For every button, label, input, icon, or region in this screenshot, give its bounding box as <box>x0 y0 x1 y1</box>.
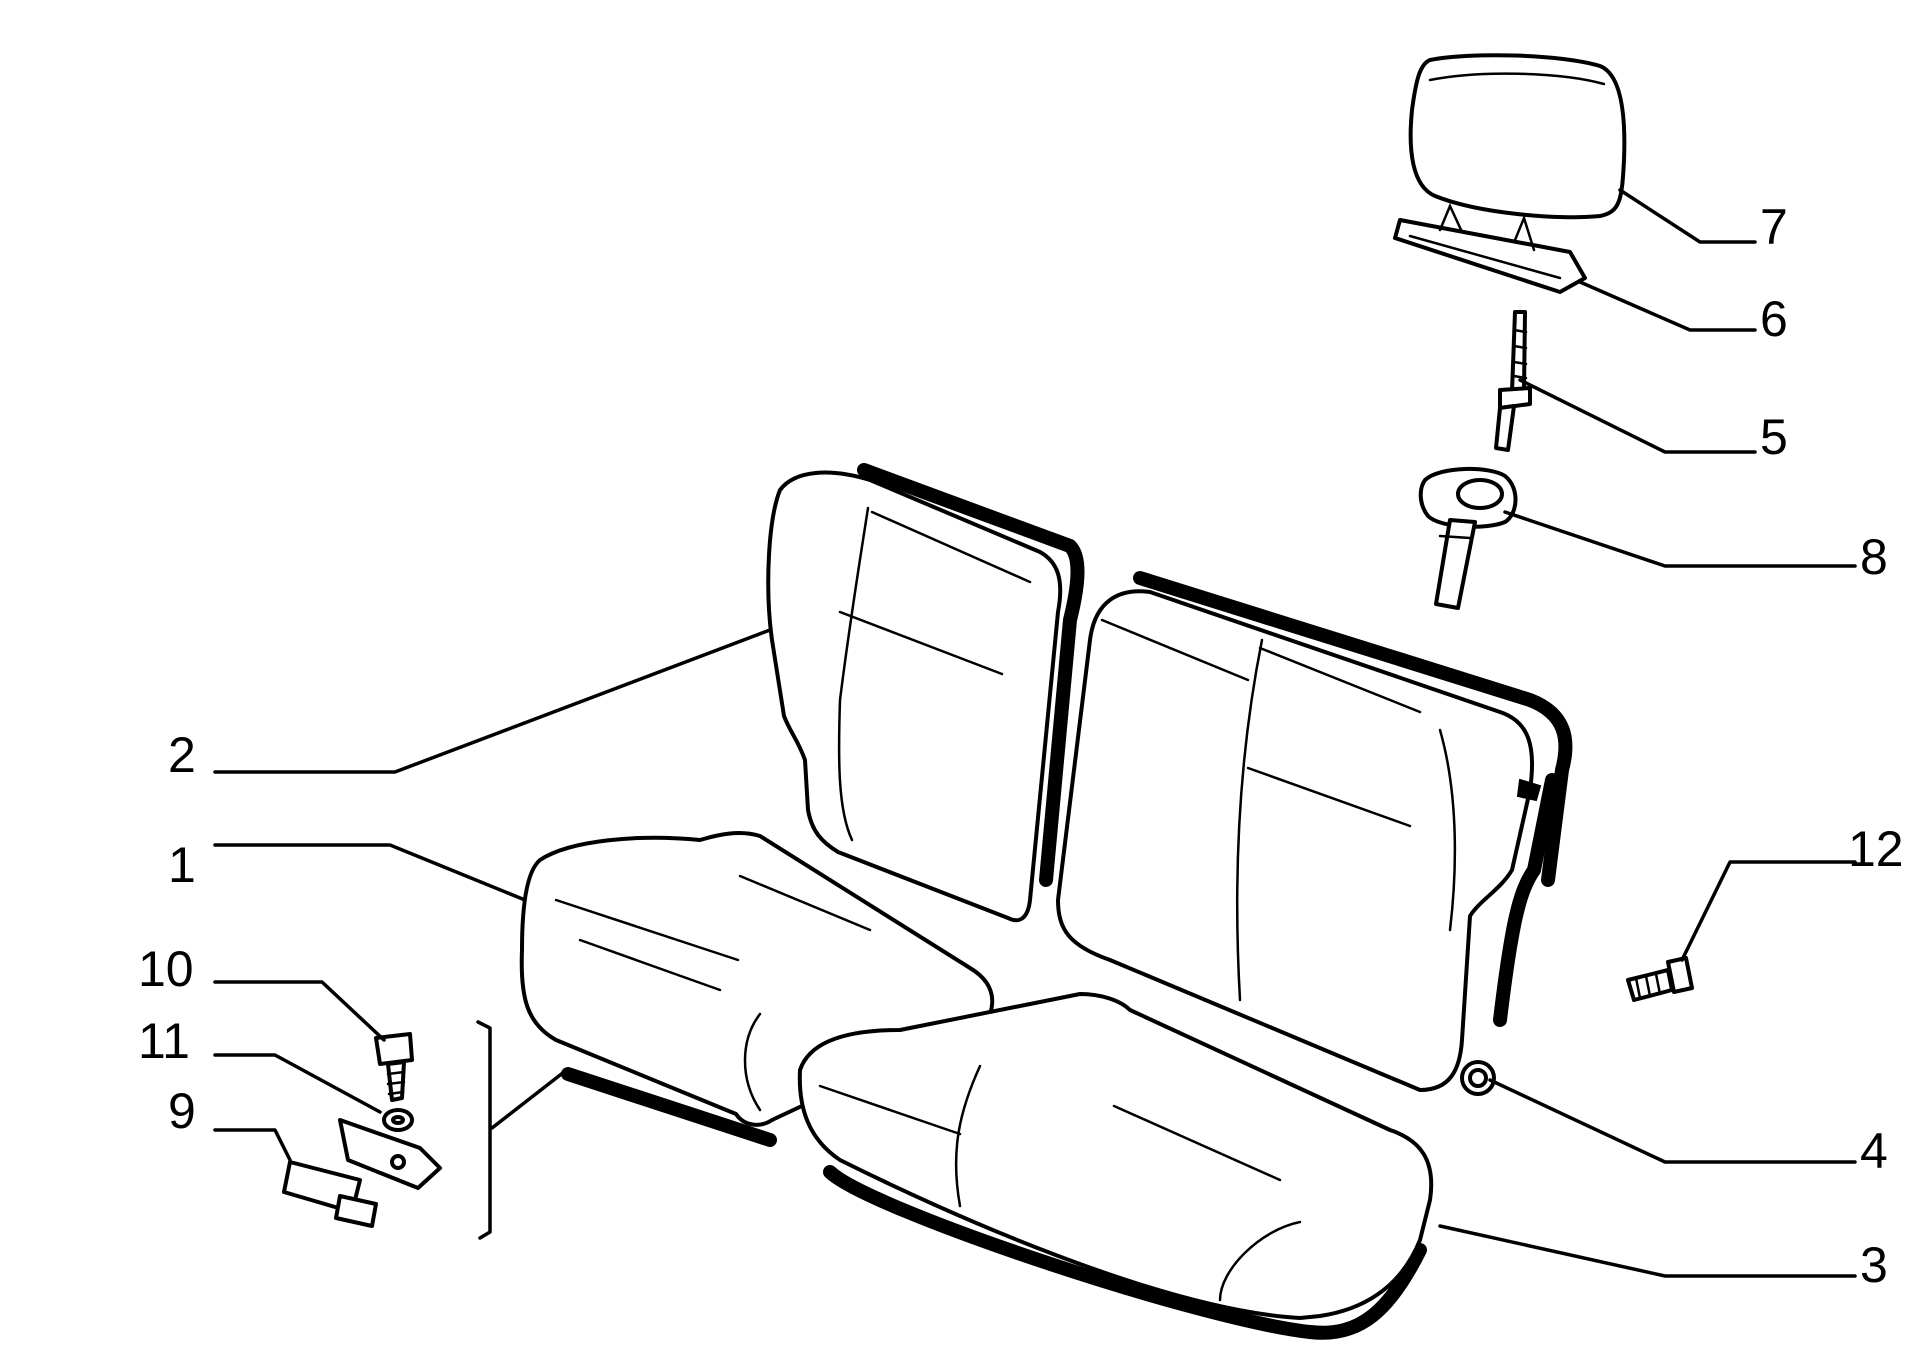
leader-12 <box>1680 860 1857 962</box>
leader-5 <box>1518 378 1757 454</box>
callout-11: 11 <box>138 1013 190 1069</box>
pivot-bush <box>1460 1060 1496 1096</box>
leader-8 <box>1503 510 1857 568</box>
screw <box>1626 956 1694 1002</box>
left-seat-back <box>766 463 1085 923</box>
group-bracket <box>476 1020 566 1240</box>
callout-7: 7 <box>1760 199 1788 255</box>
callout-6: 6 <box>1760 291 1788 347</box>
callout-12: 12 <box>1848 821 1904 877</box>
right-seat-back <box>1056 571 1573 1092</box>
leader-11 <box>213 1053 382 1114</box>
callout-2: 2 <box>168 727 196 783</box>
leader-2 <box>213 628 772 774</box>
headrest-pad <box>1408 53 1627 220</box>
headrest-bushing <box>1418 467 1518 610</box>
callout-1: 1 <box>168 837 196 893</box>
hinge-bracket <box>282 1118 442 1228</box>
leader-9 <box>213 1128 292 1162</box>
callout-4: 4 <box>1860 1123 1888 1179</box>
headrest-post <box>1494 310 1532 452</box>
leader-lines <box>213 188 1857 1278</box>
leader-7 <box>1618 188 1757 244</box>
callout-9: 9 <box>168 1083 196 1139</box>
headrest-guide-plate <box>1393 202 1587 294</box>
callout-10: 10 <box>138 941 194 997</box>
leader-1 <box>213 843 527 902</box>
bolt <box>374 1032 414 1102</box>
washer <box>382 1108 414 1132</box>
callout-5: 5 <box>1760 409 1788 465</box>
right-seat-cushion <box>797 992 1434 1340</box>
callout-8: 8 <box>1860 529 1888 585</box>
leader-4 <box>1488 1078 1857 1164</box>
leader-3 <box>1438 1224 1857 1278</box>
callout-3: 3 <box>1860 1237 1888 1293</box>
leader-6 <box>1578 280 1757 332</box>
leader-10 <box>213 980 386 1042</box>
